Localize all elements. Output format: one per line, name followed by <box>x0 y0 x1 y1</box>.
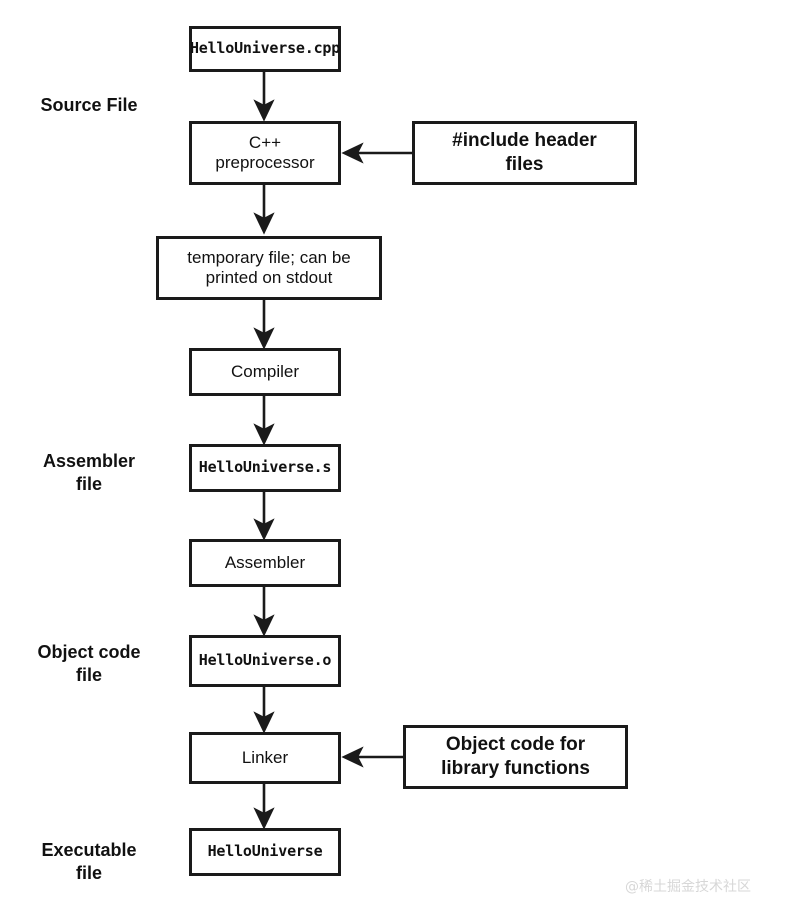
node-source-file: HelloUniverse.cpp <box>189 26 341 72</box>
node-assembler: Assembler <box>189 539 341 587</box>
stage-label-assembler-file: Assembler file <box>42 451 136 494</box>
node-include-header-files: #include header files <box>412 121 637 185</box>
watermark: @稀土掘金技术社区 <box>625 879 751 895</box>
node-assembly-file: HelloUniverse.s <box>189 444 341 492</box>
node-library-object-code: Object code for library functions <box>403 725 628 789</box>
stage-label-executable-file: Executable file <box>41 840 137 883</box>
node-linker: Linker <box>189 732 341 784</box>
node-preprocessor: C++ preprocessor <box>189 121 341 185</box>
node-temporary-file: temporary file; can be printed on stdout <box>156 236 382 300</box>
stage-label-source-file: Source File <box>40 95 138 115</box>
node-executable: HelloUniverse <box>189 828 341 876</box>
stage-label-object-code-file: Object code file <box>37 642 141 685</box>
node-compiler: Compiler <box>189 348 341 396</box>
node-object-file: HelloUniverse.o <box>189 635 341 687</box>
